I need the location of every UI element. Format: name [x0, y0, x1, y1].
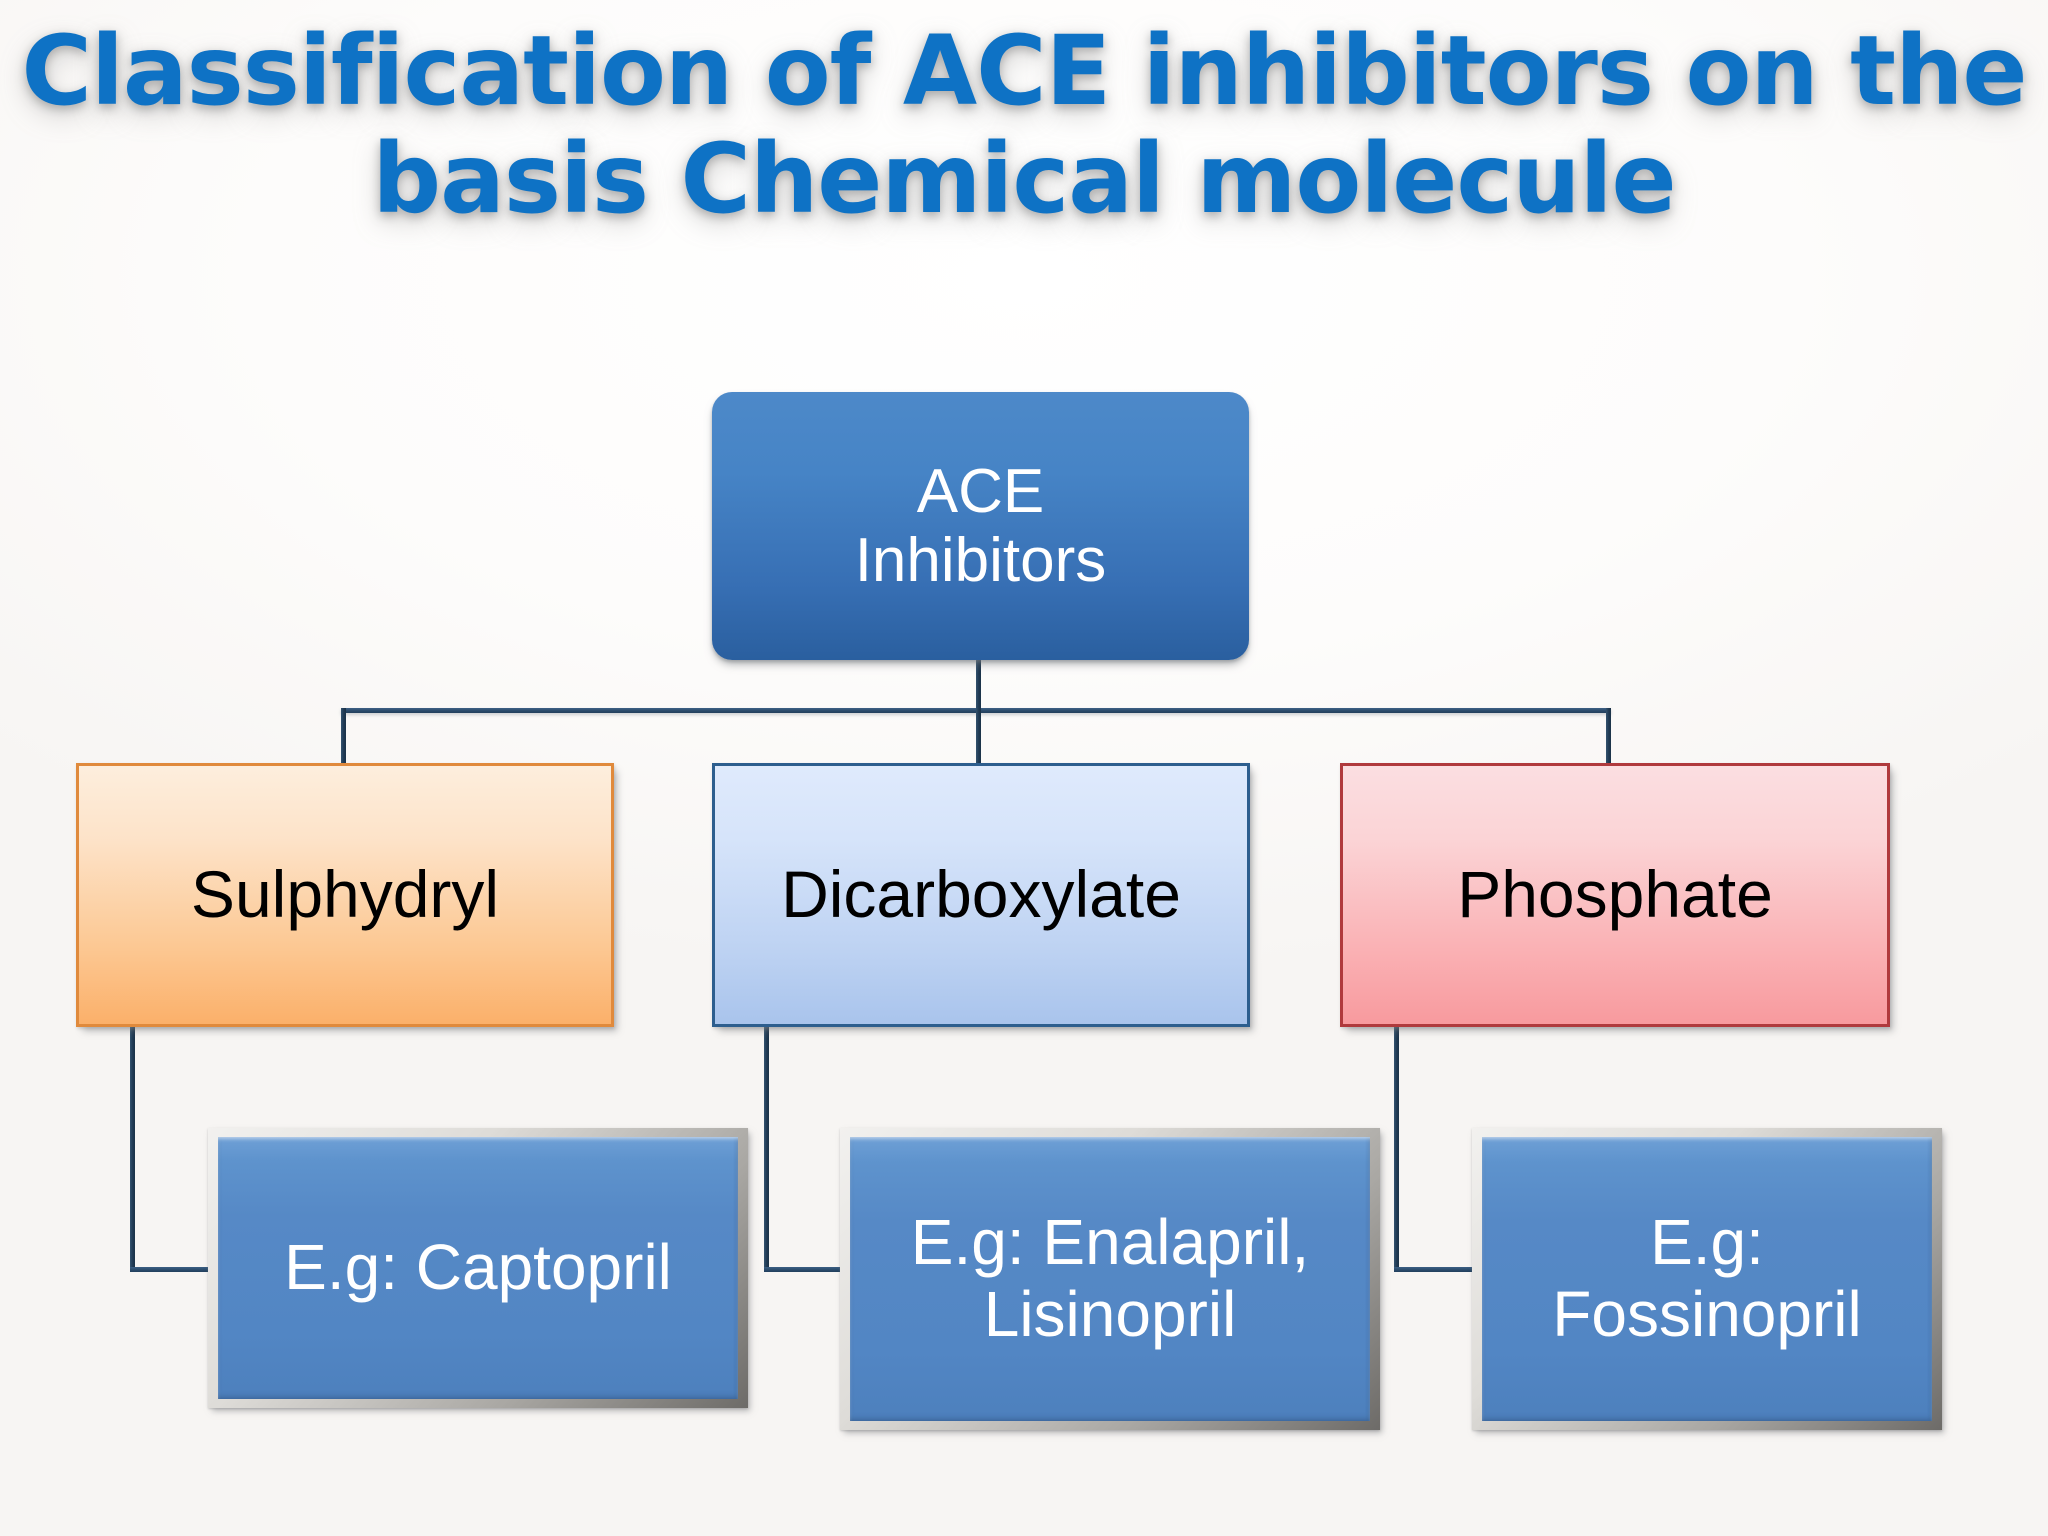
node-ace-inhibitors[interactable]: ACE Inhibitors — [712, 392, 1249, 660]
connector-elbow-enalapril-horizontal — [764, 1267, 846, 1272]
bevel-fill-enalapril — [850, 1137, 1370, 1421]
page-title-line-1: Classification of ACE inhibitors on the — [21, 15, 2027, 127]
page-title: Classification of ACE inhibitors on the … — [0, 15, 2048, 235]
connector-elbow-captopril-vertical — [130, 1024, 135, 1272]
node-sulphydryl-label: Sulphydryl — [190, 857, 500, 932]
node-example-enalapril-lisinopril-label: E.g: Enalapril, Lisinopril — [910, 1206, 1310, 1350]
bevel-fill-fossinopril — [1482, 1137, 1932, 1421]
page-title-line-2: basis Chemical molecule — [372, 122, 1676, 235]
bevel-fill-captopril — [218, 1137, 738, 1399]
node-example-enalapril-lisinopril[interactable]: E.g: Enalapril, Lisinopril — [840, 1128, 1380, 1430]
connector-drop-dicarboxylate — [976, 708, 981, 766]
node-phosphate[interactable]: Phosphate — [1340, 763, 1890, 1027]
connector-drop-phosphate — [1606, 708, 1611, 766]
connector-elbow-captopril-horizontal — [130, 1267, 214, 1272]
node-dicarboxylate-label: Dicarboxylate — [781, 857, 1181, 932]
connector-elbow-enalapril-vertical — [764, 1024, 769, 1272]
node-dicarboxylate[interactable]: Dicarboxylate — [712, 763, 1250, 1027]
node-example-captopril[interactable]: E.g: Captopril — [208, 1128, 748, 1408]
node-example-captopril-label: E.g: Captopril — [284, 1231, 672, 1304]
connector-root-stem — [976, 655, 981, 713]
node-sulphydryl[interactable]: Sulphydryl — [76, 763, 614, 1027]
node-ace-inhibitors-label: ACE Inhibitors — [854, 456, 1107, 595]
node-example-fossinopril[interactable]: E.g: Fossinopril — [1472, 1128, 1942, 1430]
connector-drop-sulphydryl — [341, 708, 346, 766]
node-phosphate-label: Phosphate — [1457, 857, 1773, 932]
connector-elbow-fossinopril-vertical — [1394, 1024, 1399, 1272]
connector-elbow-fossinopril-horizontal — [1394, 1267, 1478, 1272]
node-example-fossinopril-label: E.g: Fossinopril — [1552, 1206, 1862, 1350]
